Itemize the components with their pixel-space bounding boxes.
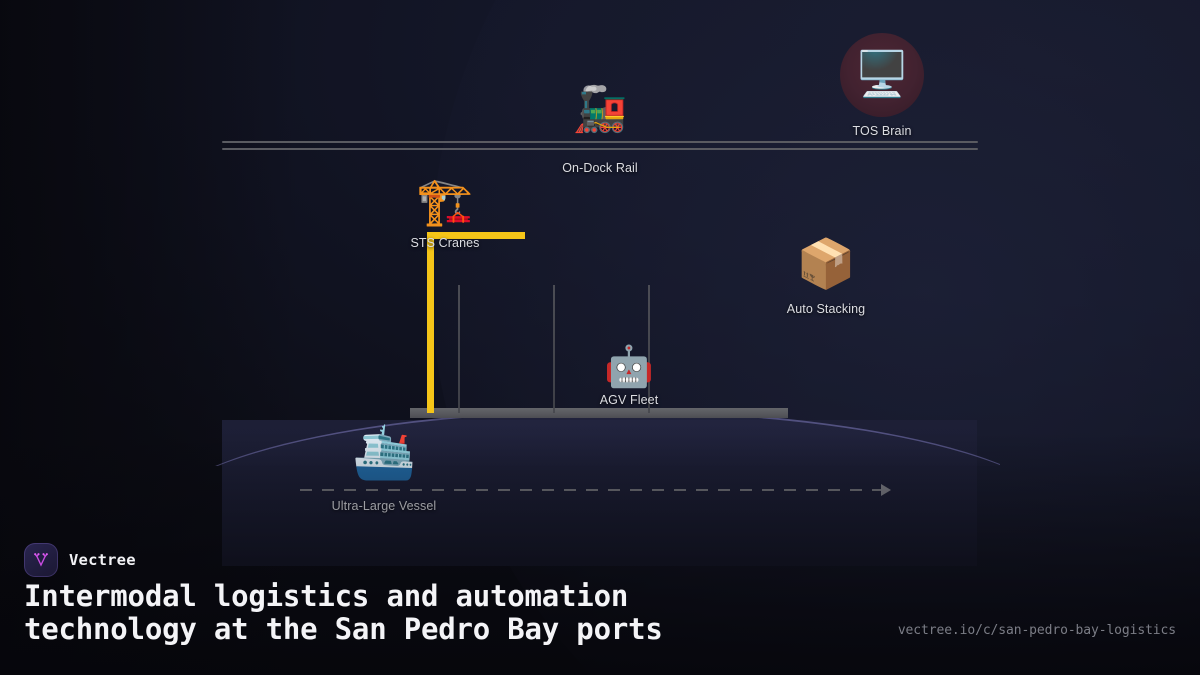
vectree-v-logo-icon: [24, 543, 58, 577]
brand-lockup[interactable]: Vectree: [24, 543, 136, 577]
headline: Intermodal logistics and automation tech…: [24, 580, 854, 646]
headline-line-1: Intermodal logistics and automation: [24, 579, 629, 613]
source-url[interactable]: vectree.io/c/san-pedro-bay-logistics: [897, 623, 1176, 638]
brand-name: Vectree: [69, 551, 136, 569]
headline-line-2: technology at the San Pedro Bay ports: [24, 612, 663, 646]
